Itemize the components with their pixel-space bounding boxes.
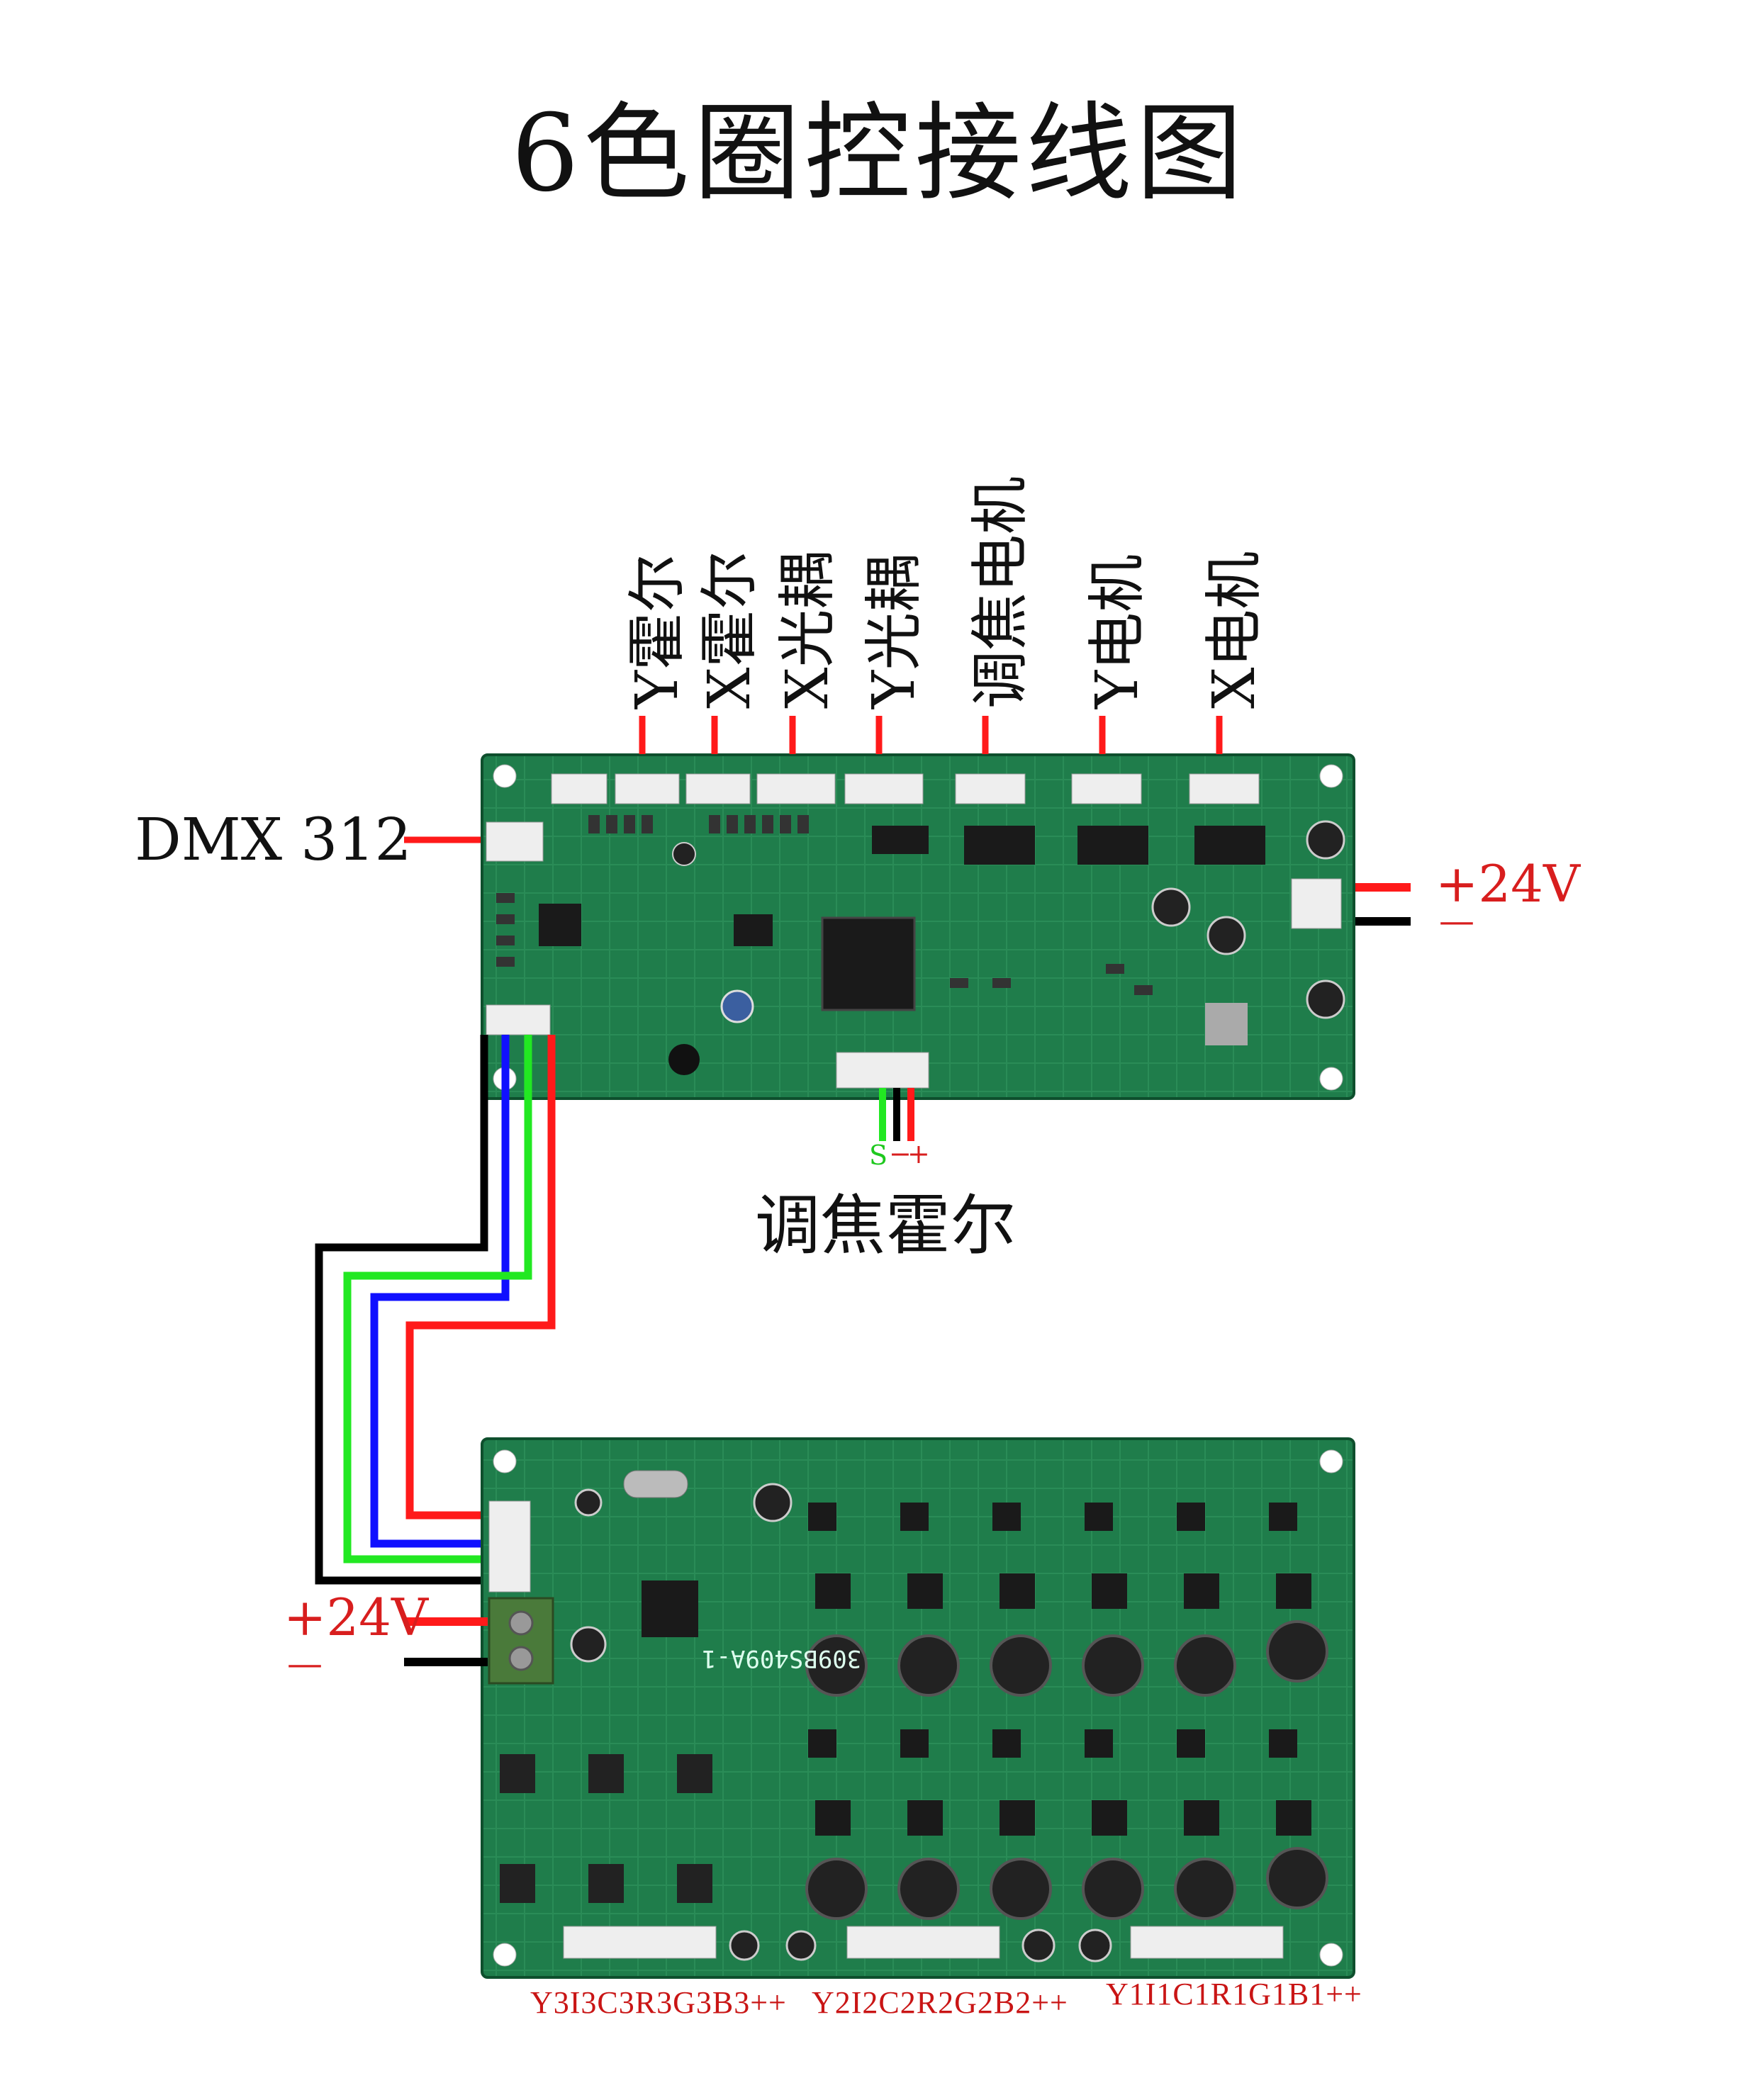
top-power-minus-label: — bbox=[1439, 900, 1474, 941]
output-connector-3 bbox=[563, 1926, 717, 1959]
top-power-connector bbox=[1291, 878, 1342, 929]
connector-label-y-motor: Y电机 bbox=[1084, 554, 1151, 709]
driver-chips bbox=[808, 1503, 1311, 1836]
top-power-plus-label: +24V bbox=[1435, 854, 1580, 914]
inductor-row-1 bbox=[805, 1620, 1328, 1697]
focus-hall-pin-plus: + bbox=[907, 1138, 930, 1169]
left-inductors bbox=[500, 1754, 712, 1903]
bottom-capacitors bbox=[729, 1928, 1112, 1963]
connector-label-x-optocoupler: X光耦 bbox=[774, 551, 841, 709]
bottom-mcu bbox=[642, 1580, 698, 1637]
focus-hall-pin-s: S bbox=[869, 1140, 888, 1171]
dmx-connector bbox=[486, 821, 544, 862]
capacitor bbox=[672, 842, 696, 866]
top-control-board bbox=[404, 716, 1411, 1141]
driver-chip bbox=[1077, 826, 1148, 865]
dmx-label: DMX 312 bbox=[135, 807, 412, 874]
top-connector-leads bbox=[639, 716, 1223, 754]
focus-hall-label: 调焦霍尔 bbox=[755, 1188, 1017, 1264]
crystal bbox=[623, 1470, 688, 1498]
top-connector-row bbox=[551, 773, 1260, 804]
output-label-1: Y1I1C1R1G1B1++ bbox=[1106, 1977, 1362, 2011]
bottom-power-plus-label: +24V bbox=[284, 1588, 428, 1647]
output-connector-2 bbox=[846, 1926, 1000, 1959]
output-connector-1 bbox=[1130, 1926, 1284, 1959]
ic-chip bbox=[872, 826, 929, 854]
capacitor bbox=[1206, 916, 1246, 955]
terminal-screw bbox=[508, 1610, 534, 1636]
inductor-row-2 bbox=[805, 1847, 1328, 1920]
output-label-2: Y2I2C2R2G2B2++ bbox=[812, 1985, 1068, 2020]
ic-chip bbox=[539, 904, 581, 946]
connector-label-x-motor: X电机 bbox=[1201, 551, 1268, 709]
focus-hall-connector bbox=[836, 1052, 929, 1089]
out-connector bbox=[486, 1004, 551, 1035]
focus-hall-pin-minus: − bbox=[889, 1138, 912, 1169]
capacitor bbox=[753, 1483, 793, 1522]
bottom-driver-board bbox=[404, 1437, 1355, 1979]
capacitor bbox=[1151, 887, 1191, 927]
terminal-screw bbox=[508, 1646, 534, 1671]
capacitor bbox=[570, 1626, 607, 1663]
driver-chip bbox=[964, 826, 1035, 865]
interboard-cable bbox=[315, 1035, 556, 1585]
connector-label-x-hall: X霍尔 bbox=[696, 551, 763, 709]
page-title: 6色圈控接线图 bbox=[511, 92, 1247, 215]
trimmer-pot bbox=[720, 989, 754, 1023]
connector-label-focus-motor: 调焦电机 bbox=[967, 476, 1034, 709]
board-silkscreen: 309BS409A-1 bbox=[702, 1644, 862, 1673]
capacitor bbox=[1306, 979, 1345, 1019]
driver-chip bbox=[1194, 826, 1265, 865]
connector-label-y-optocoupler: Y光耦 bbox=[861, 554, 928, 709]
capacitor bbox=[1306, 820, 1345, 860]
bottom-signal-connector bbox=[488, 1500, 531, 1593]
buzzer bbox=[668, 1044, 700, 1075]
smd-components bbox=[496, 815, 1248, 1045]
ic-chip bbox=[734, 914, 773, 946]
mcu-chip bbox=[821, 916, 916, 1011]
bottom-power-minus-label: — bbox=[287, 1643, 323, 1684]
capacitor bbox=[574, 1488, 603, 1517]
output-label-3: Y3I3C3R3G3B3++ bbox=[530, 1985, 787, 2020]
